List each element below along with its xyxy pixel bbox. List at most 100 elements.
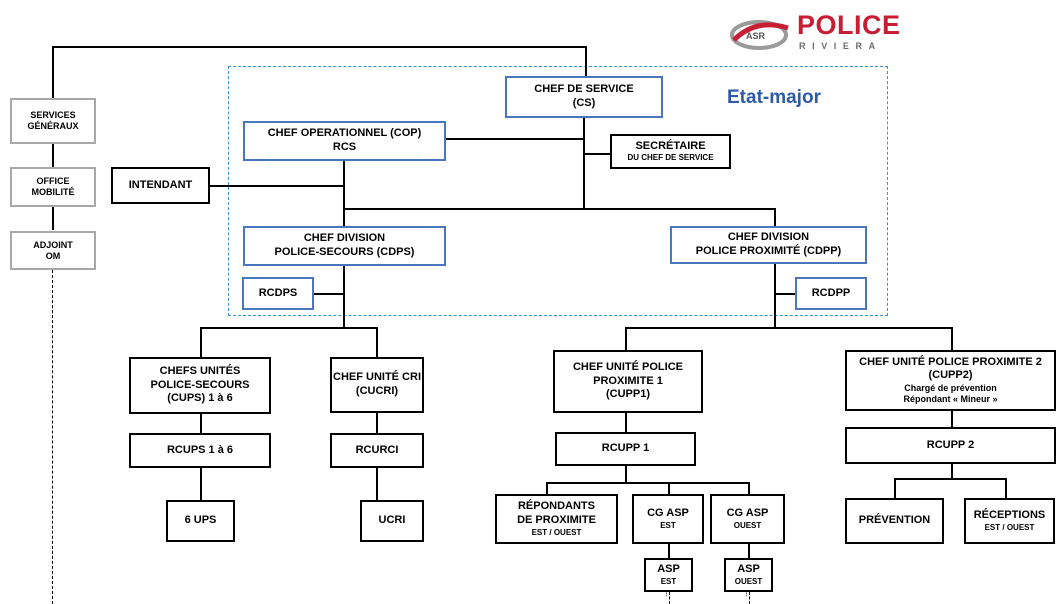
rcups-label: RCUPS 1 à 6 — [166, 443, 234, 456]
intendant-box: INTENDANT — [111, 167, 210, 204]
connector — [625, 327, 952, 329]
connector — [775, 293, 795, 295]
asp-ouest-line2: OUEST — [734, 576, 763, 586]
rcdpp-label: RCDPP — [811, 286, 851, 299]
rcdps-box: RCDPS — [242, 277, 314, 310]
dashed-connector — [749, 592, 750, 604]
dashed-connector — [669, 592, 670, 604]
rcdpp-box: RCDPP — [795, 277, 867, 310]
connector — [376, 412, 378, 433]
connector — [200, 413, 202, 433]
chef-operationnel-title: CHEF OPERATIONNEL (COP) — [267, 127, 422, 140]
connector — [52, 130, 54, 170]
receptions-line2: EST / OUEST — [984, 522, 1035, 532]
connector — [200, 467, 202, 500]
cupp2-line4: Répondant « Mineur » — [903, 394, 998, 405]
prevention-box: PRÉVENTION — [845, 498, 944, 544]
asp-est-box: ASP EST — [644, 558, 693, 592]
rcupp1-box: RCUPP 1 — [555, 432, 696, 466]
connector — [774, 208, 776, 226]
chef-de-service-title: CHEF DE SERVICE — [534, 83, 634, 96]
connector — [209, 185, 344, 187]
logo-word: POLICE — [797, 10, 901, 40]
cgasp-est-line1: CG ASP — [647, 507, 689, 520]
office-mobilite-label: OFFICE MOBILITÉ — [31, 176, 75, 197]
asp-ouest-line1: ASP — [737, 563, 760, 576]
cgasp-est-line2: EST — [660, 520, 676, 530]
connector — [1005, 478, 1007, 498]
rcups-box: RCUPS 1 à 6 — [129, 433, 271, 468]
cucri-line2: (CUCRI) — [355, 385, 399, 397]
intendant-label: INTENDANT — [128, 178, 193, 191]
connector — [343, 208, 775, 210]
cdpp-line2: POLICE PROXIMITÉ (CDPP) — [695, 245, 842, 257]
cupp2-line2: (CUPP2) — [928, 369, 973, 382]
ucri-label: UCRI — [378, 514, 406, 527]
asp-est-line2: EST — [660, 576, 677, 586]
cups-line2: POLICE-SECOURS — [150, 378, 250, 391]
ups-box: 6 UPS — [166, 500, 235, 542]
rcdps-label: RCDPS — [258, 286, 298, 299]
connector — [625, 412, 627, 432]
rcupp2-label: RCUPP 2 — [926, 438, 975, 451]
services-generaux-label: SERVICES GÉNÉRAUX — [27, 110, 79, 131]
logo-swoosh-icon: ASR — [730, 20, 789, 50]
asp-ouest-box: ASP OUEST — [724, 558, 773, 592]
connector — [625, 327, 627, 350]
repondants-line2: DE PROXIMITE — [517, 514, 596, 526]
cups-box: CHEFS UNITÉS POLICE-SECOURS (CUPS) 1 à 6 — [129, 357, 271, 414]
cupp1-line2: (CUPP1) — [605, 388, 650, 401]
svg-text:ASR: ASR — [746, 31, 766, 41]
connector — [951, 327, 953, 350]
etat-major-label: Etat-major — [727, 87, 821, 108]
adjoint-om-label: ADJOINT OM — [33, 239, 73, 261]
prevention-label: PRÉVENTION — [858, 514, 931, 527]
connector — [343, 160, 345, 226]
adjoint-om-box: ADJOINT OM — [10, 231, 96, 270]
connector — [668, 482, 670, 494]
repondants-line1: RÉPONDANTS — [517, 500, 595, 513]
cupp1-line1: CHEF UNITÉ POLICE PROXIMITE 1 — [572, 360, 683, 387]
connector — [376, 327, 378, 357]
connector — [894, 478, 1006, 480]
receptions-line1: RÉCEPTIONS — [973, 509, 1046, 522]
rcurci-box: RCURCI — [330, 433, 424, 468]
cucri-box: CHEF UNITÉ CRI (CUCRI) — [330, 357, 424, 413]
asp-est-line1: ASP — [657, 563, 680, 576]
connector — [774, 262, 776, 328]
connector — [200, 327, 202, 357]
rcurci-label: RCURCI — [355, 443, 399, 456]
repondants-line3: EST / OUEST — [531, 527, 582, 537]
connector — [668, 544, 670, 558]
police-riviera-logo: ASR — [726, 10, 886, 56]
chef-division-ps-box: CHEF DIVISION POLICE-SECOURS (CDPS) — [243, 226, 446, 266]
connector — [583, 116, 585, 208]
connector — [748, 544, 750, 558]
chef-de-service-box: CHEF DE SERVICE (CS) — [505, 76, 663, 118]
connector — [376, 467, 378, 500]
logo-subtitle: RIVIERA — [799, 41, 882, 51]
cupp2-box: CHEF UNITÉ POLICE PROXIMITE 2 (CUPP2) Ch… — [845, 350, 1056, 411]
connector — [894, 478, 896, 498]
secretaire-box: SECRÉTAIRE DU CHEF DE SERVICE — [610, 134, 731, 169]
connector — [52, 46, 54, 98]
cups-line1: CHEFS UNITÉS — [159, 364, 241, 377]
chef-operationnel-box: CHEF OPERATIONNEL (COP) RCS — [243, 121, 446, 161]
connector — [343, 264, 345, 328]
cupp1-box: CHEF UNITÉ POLICE PROXIMITE 1 (CUPP1) — [553, 350, 703, 413]
cdpp-line1: CHEF DIVISION — [727, 231, 810, 244]
chef-de-service-abbr: (CS) — [572, 97, 596, 109]
rcupp2-box: RCUPP 2 — [845, 427, 1056, 464]
connector — [313, 293, 344, 295]
arrow-up-icon: ↑ — [664, 587, 670, 599]
connector — [625, 465, 627, 483]
office-mobilite-box: OFFICE MOBILITÉ — [10, 167, 96, 207]
connector — [52, 200, 54, 230]
connector — [583, 153, 611, 155]
ucri-box: UCRI — [360, 500, 424, 542]
repondants-box: RÉPONDANTS DE PROXIMITE EST / OUEST — [495, 494, 618, 544]
cgasp-ouest-line1: CG ASP — [726, 507, 769, 520]
services-generaux-box: SERVICES GÉNÉRAUX — [10, 98, 96, 144]
secretaire-title: SECRÉTAIRE — [635, 139, 706, 152]
chef-division-pp-box: CHEF DIVISION POLICE PROXIMITÉ (CDPP) — [670, 226, 867, 264]
